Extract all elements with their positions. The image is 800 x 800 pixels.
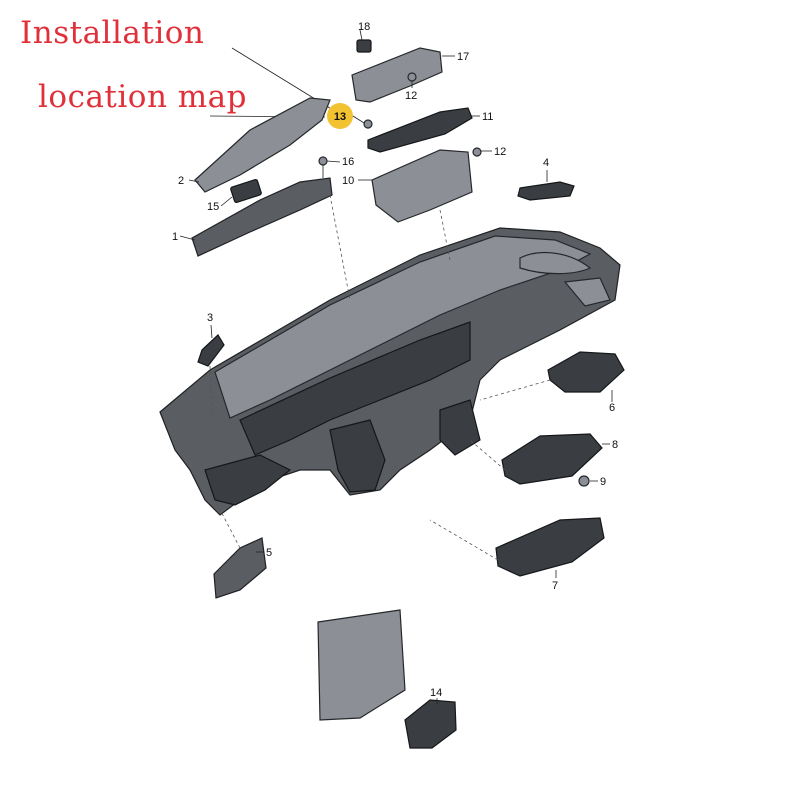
part-4-vent — [517, 181, 575, 201]
part-12-nut-upper — [407, 72, 417, 82]
part-11-vent-grille — [367, 107, 473, 153]
callout-16: 16 — [342, 156, 354, 168]
part-12-nut-lower — [472, 147, 482, 157]
callout-15: 15 — [207, 201, 219, 213]
part-8-center-vent — [501, 433, 603, 485]
part-1-trim-strip — [191, 177, 333, 257]
part-5-side-trim — [213, 537, 267, 599]
part-10-air-duct — [371, 149, 473, 223]
part-17-top-cover — [351, 47, 443, 103]
title-line-1: Installation — [20, 15, 205, 51]
part-3-vent — [197, 334, 225, 367]
part-13-screw — [363, 119, 373, 129]
part-2-trim-panel — [194, 97, 331, 193]
callout-leaders — [179, 29, 613, 704]
highlight-label: 13 — [334, 111, 346, 123]
callout-4: 4 — [543, 157, 549, 169]
callout-8: 8 — [612, 439, 618, 451]
callout-11: 11 — [482, 111, 493, 123]
callout-6: 6 — [609, 402, 615, 414]
callout-9: 9 — [600, 476, 606, 488]
part-9-nut — [578, 475, 590, 487]
part-16-screw — [318, 156, 328, 178]
dashboard-main — [159, 227, 621, 516]
callout-7: 7 — [552, 580, 558, 592]
callout-labels: 18 17 12 11 12 16 10 4 2 15 1 3 6 8 9 7 … — [172, 21, 618, 699]
highlight-marker-13: 13 — [327, 103, 365, 129]
callout-14: 14 — [430, 687, 442, 699]
callout-12-lower: 12 — [494, 146, 506, 158]
title-line-2: location map — [38, 79, 247, 115]
part-14-lower-inset — [317, 609, 457, 749]
part-15-switch — [230, 178, 262, 204]
callout-10: 10 — [342, 175, 354, 187]
callout-2: 2 — [178, 175, 184, 187]
part-18-clip — [356, 39, 372, 53]
highlight-circle — [327, 103, 353, 129]
part-6-vent — [547, 351, 625, 393]
callout-12-upper: 12 — [405, 90, 417, 102]
dashed-guides — [209, 194, 551, 561]
callout-5: 5 — [266, 547, 272, 559]
callout-18: 18 — [358, 21, 370, 33]
callout-3: 3 — [207, 312, 213, 324]
callout-17: 17 — [457, 51, 469, 63]
callout-1: 1 — [172, 231, 178, 243]
part-7-control-panel — [495, 517, 605, 577]
